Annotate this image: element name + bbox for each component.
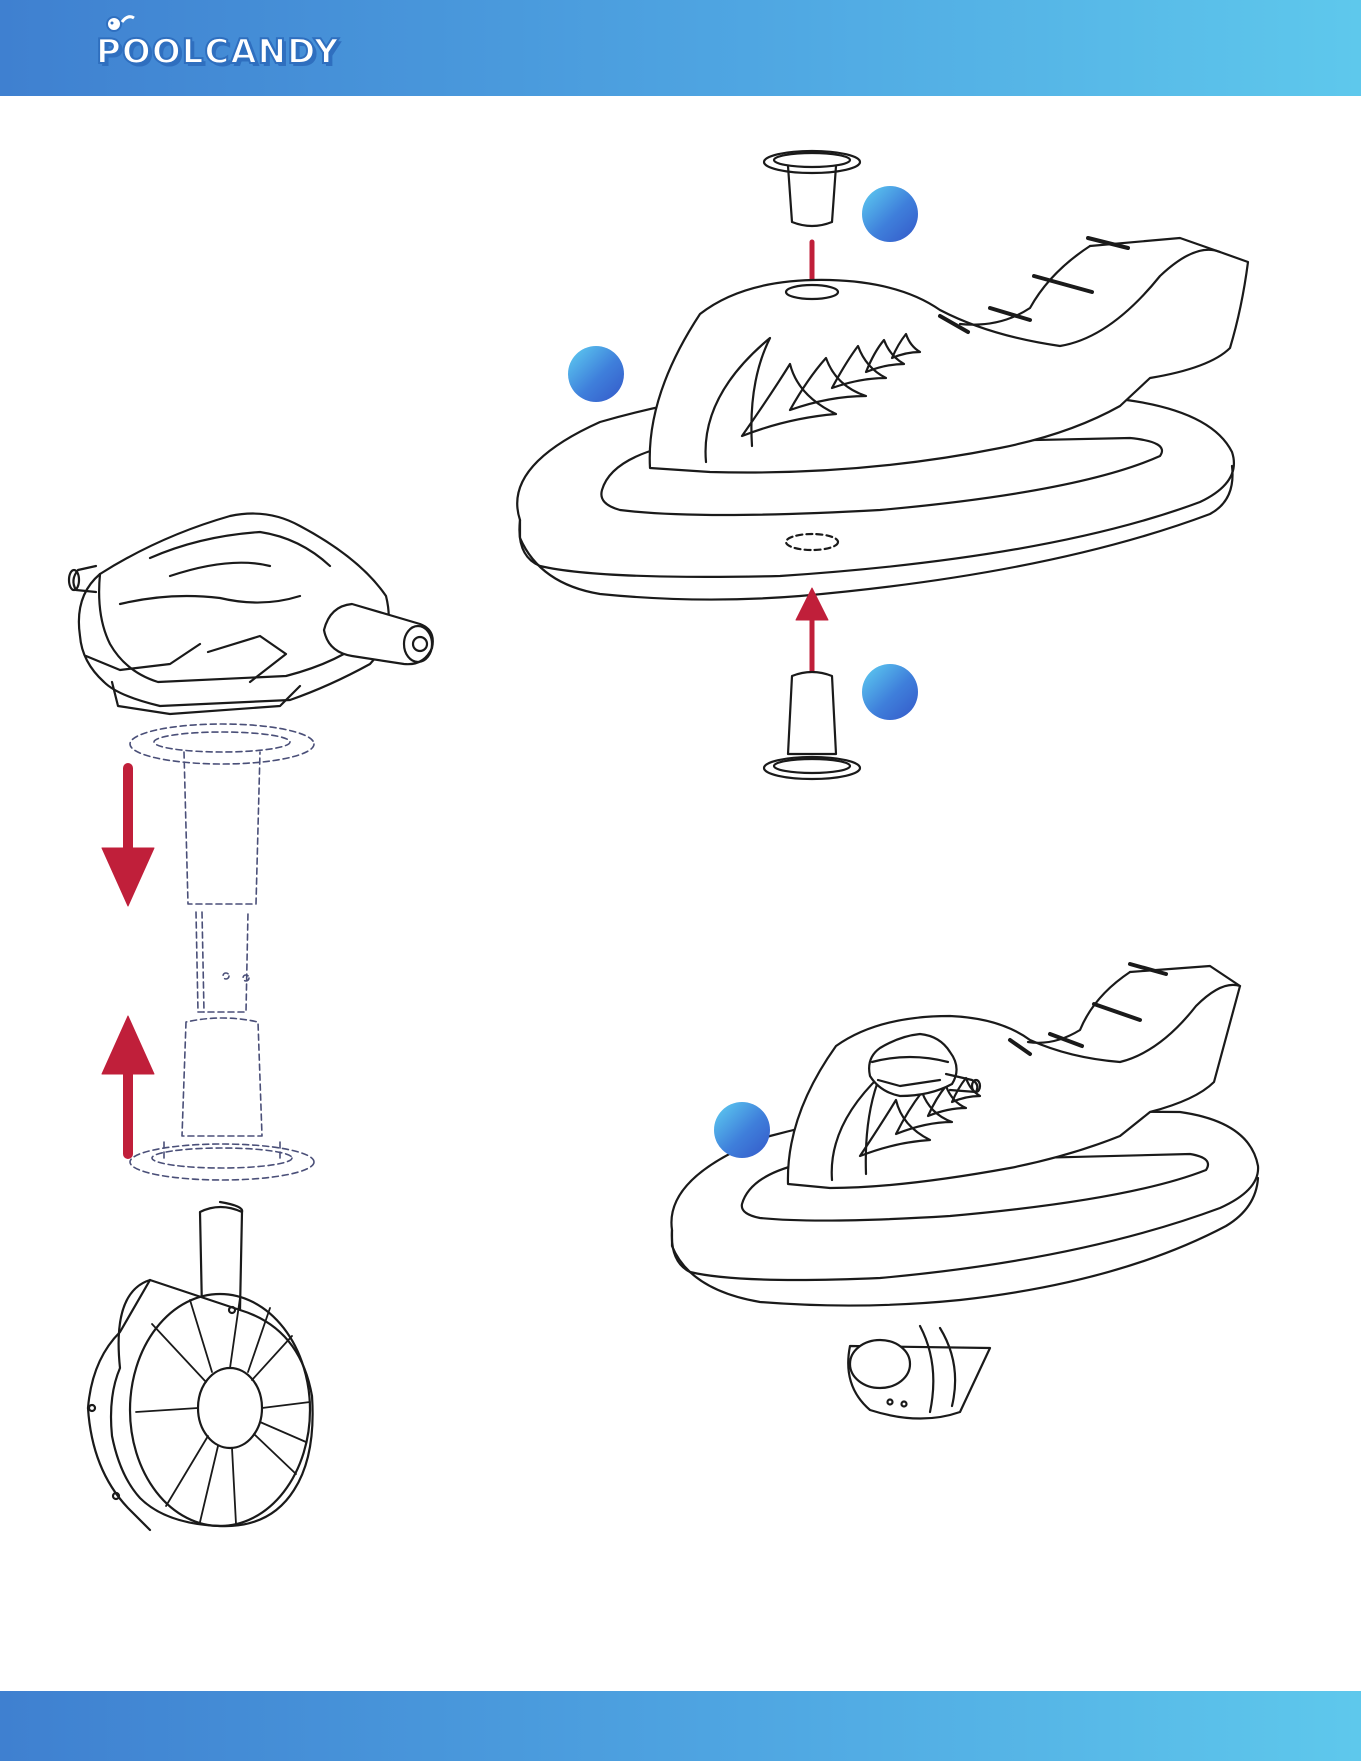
jetski-float-icon [517, 238, 1248, 600]
assembly-diagram [0, 96, 1361, 1691]
propeller-icon [88, 1202, 313, 1530]
jetski-float-icon [671, 964, 1258, 1419]
mount-post-icon [130, 724, 314, 1180]
step-badge [862, 186, 918, 242]
brand-logo: POOLCANDY [96, 32, 339, 72]
footer-bar [0, 1691, 1361, 1761]
step-badge [714, 1102, 770, 1158]
step-badge [568, 346, 624, 402]
jet-motor-icon [69, 514, 433, 714]
arrow-up-icon [102, 1016, 154, 1154]
step-badge [862, 664, 918, 720]
valve-icon [764, 151, 860, 226]
arrow-up-icon [796, 588, 828, 676]
header-bar: POOLCANDY [0, 0, 1361, 96]
valve-icon [764, 672, 860, 779]
arrow-down-icon [102, 768, 154, 906]
